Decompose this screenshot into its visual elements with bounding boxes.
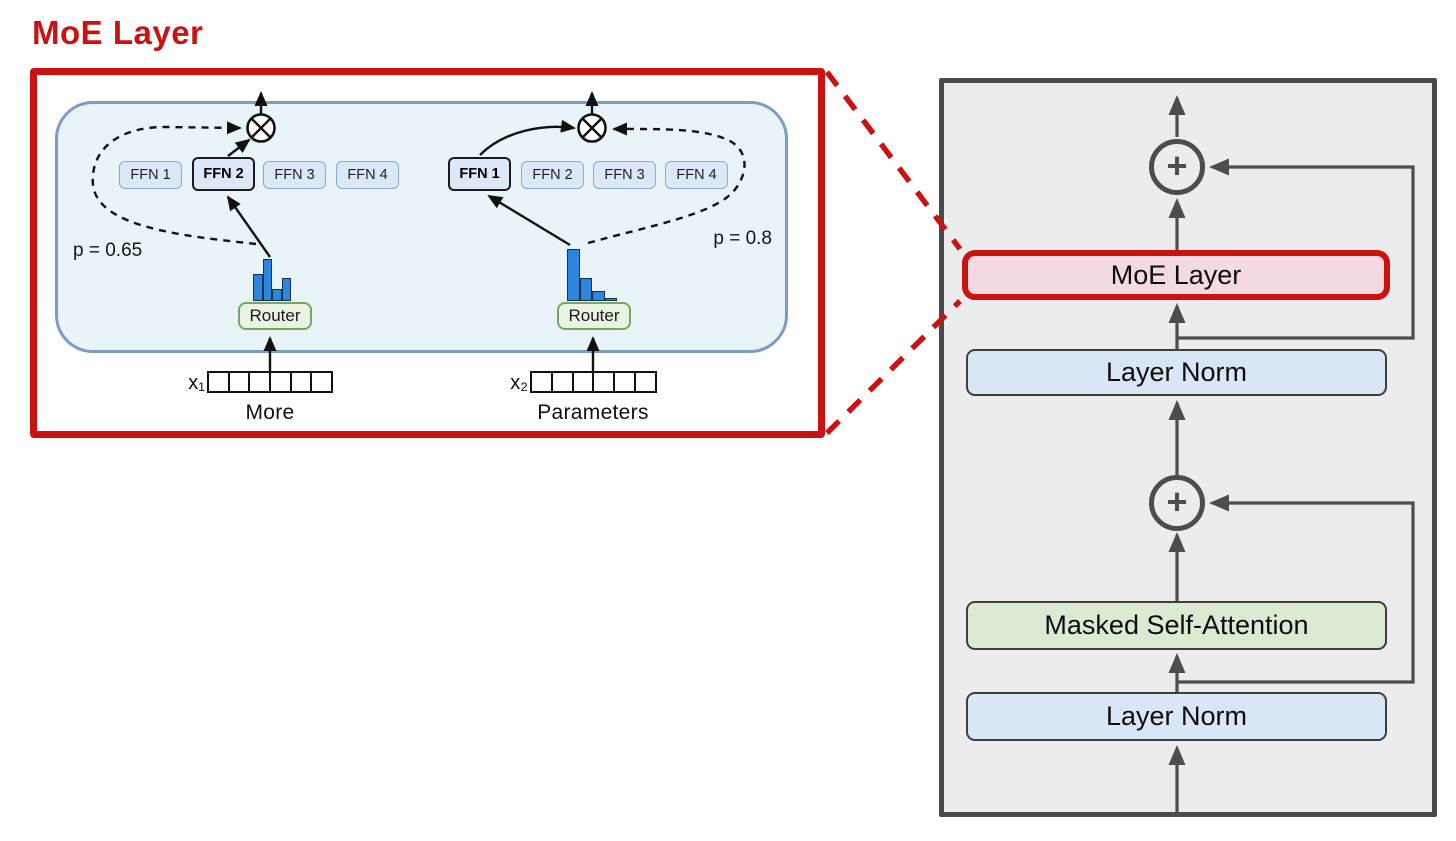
moe-expert-container [55,101,788,353]
block-layer-norm-bottom: Layer Norm [966,692,1387,741]
expert-ffn-box-selected: FFN 2 [192,157,255,191]
block-masked-self-attention: Masked Self-Attention [966,601,1387,650]
residual-connection-bottom [1177,494,1415,684]
page-title: MoE Layer [32,14,204,51]
zoom-guide-line-top [824,70,963,251]
token-vector [530,371,657,393]
routing-probability-loop-g1 [91,121,257,246]
token-label: x₂ [510,372,528,394]
router-box: Router [557,302,631,330]
expert-ffn-box: FFN 1 [119,161,182,189]
residual-add-node: + [1149,475,1205,531]
token-cell [250,373,272,391]
router-to-expert-arrow-g1 [226,195,271,258]
token-cell [573,373,595,391]
block-moe-layer: MoE Layer [962,250,1390,300]
expert-ffn-box: FFN 4 [665,161,728,189]
distribution-bar [604,298,617,301]
elementwise-product-icon-g2 [577,113,607,143]
distribution-bar [262,259,273,301]
probability-label: p = 0.65 [73,240,143,261]
block-layer-norm-top: Layer Norm [966,349,1387,396]
token-cell [615,373,637,391]
expert-ffn-box: FFN 2 [521,161,584,189]
token-cell [552,373,574,391]
router-distribution [253,231,292,301]
residual-add-node: + [1149,139,1205,195]
distribution-bar [272,289,282,301]
token-cell [532,373,553,391]
token-label: x₁ [188,372,205,394]
token-cell [291,373,313,391]
token-caption: More [245,401,295,424]
distribution-bar [579,278,592,301]
token-cell [636,373,655,391]
token-caption: Parameters [537,401,649,424]
expert-ffn-box: FFN 3 [593,161,656,189]
token-cell [229,373,251,391]
expert-ffn-box-selected: FFN 1 [448,157,511,191]
router-to-expert-arrow-g2 [487,194,571,247]
expert-ffn-box: FFN 4 [336,161,399,189]
zoom-guide-line-bottom [825,299,962,435]
token-cell [271,373,292,391]
elementwise-product-icon-g1 [246,113,276,143]
token-cell [594,373,616,391]
distribution-bar [567,249,580,301]
token-cell [209,373,230,391]
distribution-bar [253,274,263,301]
token-vector [207,371,333,393]
distribution-bar [592,291,605,301]
expert-ffn-box: FFN 3 [263,161,326,189]
router-box: Router [238,302,312,330]
residual-connection-top [1177,158,1415,340]
token-cell [312,373,332,391]
expert-to-product-arrow-g1 [227,138,251,157]
probability-label: p = 0.8 [713,228,772,249]
distribution-bar [281,278,292,301]
expert-to-product-arrow-g2 [479,119,576,156]
routing-probability-loop-g2 [587,122,746,245]
router-distribution [567,231,617,301]
